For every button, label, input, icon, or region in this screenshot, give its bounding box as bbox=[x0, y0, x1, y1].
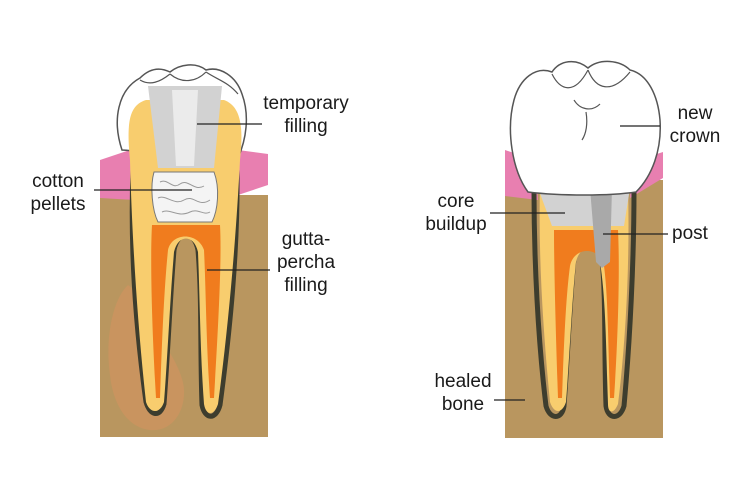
crown-fissures bbox=[551, 69, 631, 141]
new-crown-shape bbox=[509, 60, 661, 196]
dental-post bbox=[590, 188, 612, 268]
label-core-buildup: core buildup bbox=[425, 191, 487, 235]
gutta-percha-canals bbox=[151, 225, 221, 398]
temporary-filling-highlight bbox=[172, 90, 198, 166]
label-temporary-filling: temporary filling bbox=[263, 93, 349, 137]
gum-right bbox=[235, 150, 268, 196]
gum-left bbox=[100, 150, 135, 200]
root-canals bbox=[554, 230, 619, 398]
label-cotton-pellets: cotton pellets bbox=[30, 171, 86, 215]
restored-tooth bbox=[505, 60, 663, 438]
label-new-crown: new crown bbox=[669, 103, 721, 147]
label-post: post bbox=[672, 223, 708, 244]
cotton-pellets-mass bbox=[151, 171, 219, 223]
treatment-tooth bbox=[100, 64, 268, 437]
leader-lines bbox=[94, 123, 668, 401]
crown-cusps bbox=[139, 71, 239, 95]
label-healed-bone: healed bone bbox=[434, 371, 492, 415]
label-gutta-percha-filling: gutta- percha filling bbox=[276, 229, 336, 296]
